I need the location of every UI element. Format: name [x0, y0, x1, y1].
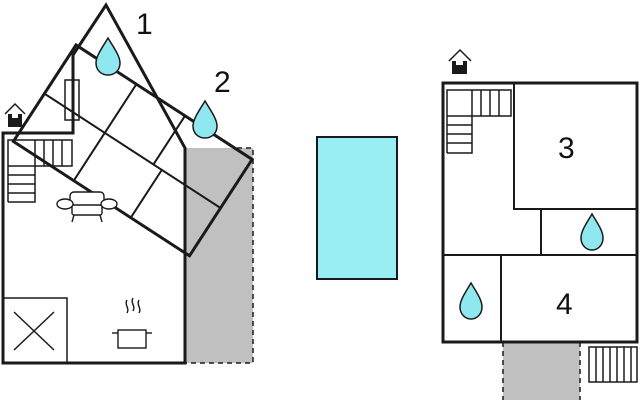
- left-terrace-dashed-edge: [185, 147, 254, 364]
- stairs-icon: [7, 139, 73, 203]
- wing-divider-horizontal: [43, 92, 222, 209]
- right-main-wall: [441, 81, 639, 344]
- stairs-icon: [446, 89, 512, 154]
- left-building: 1 2: [1, 2, 255, 365]
- x-box-icon: [2, 297, 68, 364]
- water-drop-icon: [192, 99, 218, 139]
- cooking-pot-icon: [112, 297, 152, 349]
- left-terrace: [185, 148, 253, 363]
- room-number-1: 1: [136, 8, 153, 41]
- right-terrace: [503, 342, 580, 400]
- entrance-house-icon: [4, 102, 26, 127]
- entrance-house-icon: [448, 48, 472, 74]
- water-drop-icon: [580, 212, 604, 251]
- water-drop-icon: [459, 281, 483, 320]
- right-building: 3 4: [441, 48, 639, 400]
- wing-divider-right: [129, 169, 163, 219]
- sofa-icon: [56, 191, 118, 223]
- wall-radiator: [64, 79, 80, 121]
- swimming-pool: [316, 136, 398, 280]
- wing-divider-left: [103, 83, 138, 134]
- water-drop-icon: [95, 36, 121, 76]
- outside-stairs-icon: [588, 346, 638, 383]
- room-3-wall: [513, 83, 637, 210]
- wing-divider-low: [72, 132, 106, 182]
- room-number-3: 3: [558, 132, 575, 165]
- wing-divider-mid: [152, 115, 186, 165]
- room-number-2: 2: [214, 66, 231, 99]
- room-number-4: 4: [556, 288, 573, 321]
